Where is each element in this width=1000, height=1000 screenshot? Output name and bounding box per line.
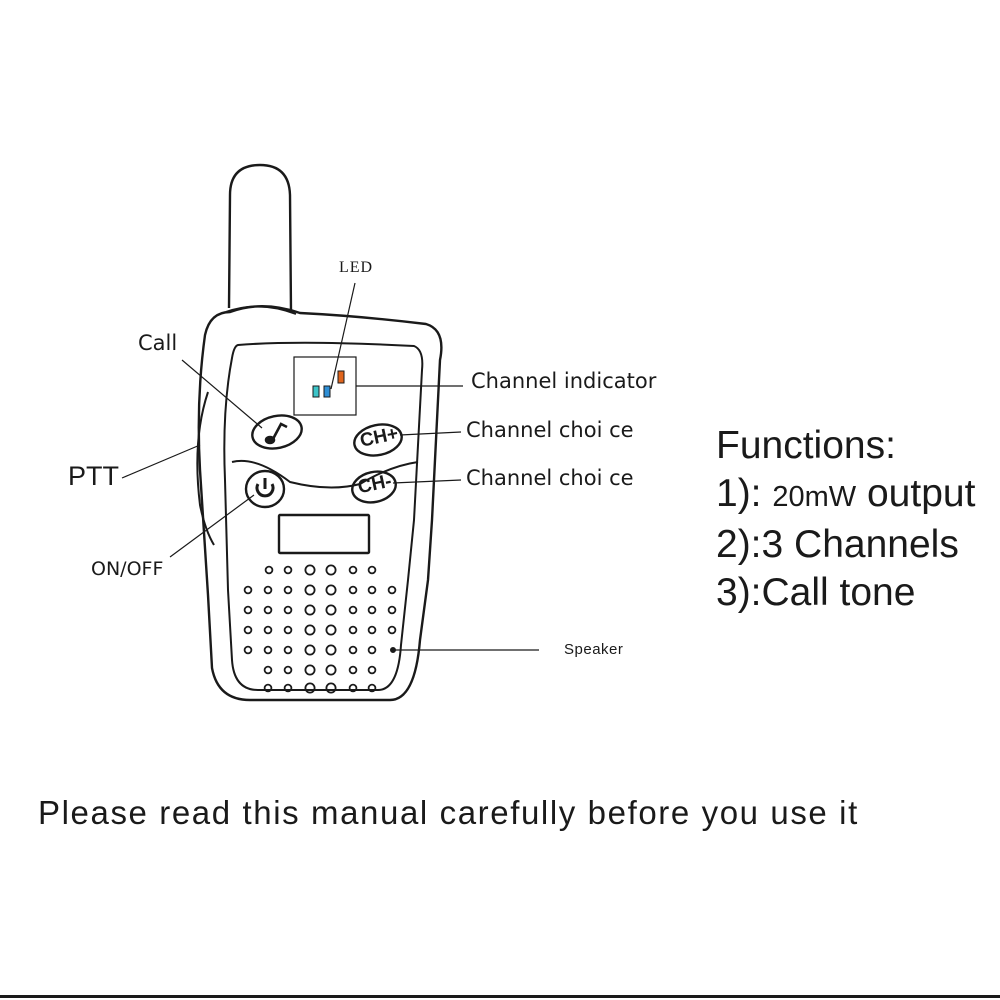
music-note-icon [264,422,288,445]
footer-note: Please read this manual carefully before… [38,794,859,831]
speaker-hole [367,565,377,575]
speaker-hole [304,644,316,656]
speaker-hole [348,565,358,575]
speaker-hole [367,605,377,615]
speaker-hole [387,585,397,595]
ptt-side [196,391,215,546]
speaker-hole [243,585,253,595]
speaker-hole [264,565,274,575]
function-item-1: 1): 20mW output [716,472,976,515]
speaker-hole [304,624,316,636]
speaker-hole [283,665,293,675]
speaker-hole [283,565,293,575]
speaker-hole [325,682,337,694]
speaker-hole [304,604,316,616]
antenna [227,163,293,313]
speaker-hole [348,645,358,655]
speaker-hole [367,625,377,635]
speaker-hole [367,665,377,675]
speaker-hole [263,625,273,635]
speaker-hole [325,604,337,616]
speaker-hole [367,683,377,693]
speaker-hole [263,665,273,675]
function-item-2: 2):3 Channels [716,523,959,566]
speaker-leader-dot [390,647,396,653]
speaker-hole [325,624,337,636]
functions-heading: Functions: [716,424,896,467]
speaker-hole [348,585,358,595]
channel-choice-down-label: Channel choi ce [466,466,634,490]
bottom-rule [0,995,1000,998]
speaker-hole [263,585,273,595]
body-outline [197,305,443,702]
ptt-label: PTT [68,461,119,491]
call-label: Call [138,331,178,355]
speaker-hole [325,584,337,596]
speaker-hole [304,664,316,676]
speaker-hole [263,605,273,615]
power-button [244,469,286,509]
speaker-hole [263,645,273,655]
led-blue [323,385,331,398]
speaker-hole [387,625,397,635]
speaker-hole [304,584,316,596]
speaker-hole [325,664,337,676]
channel-choice-up-label: Channel choi ce [466,418,634,442]
power-rating: 20mW [772,481,857,513]
speaker-hole [348,625,358,635]
display-window [277,513,371,555]
call-button [251,414,303,450]
on-off-label: ON/OFF [91,558,164,580]
led-orange [337,370,345,384]
speaker-hole [243,625,253,635]
speaker-hole [283,605,293,615]
speaker-hole [367,585,377,595]
speaker-hole [348,683,358,693]
panel-separator [231,459,419,489]
speaker-label: Speaker [564,641,624,658]
speaker-hole [304,564,316,576]
channel-indicator-label: Channel indicator [471,369,657,393]
led-cyan [312,385,320,398]
led-label: LED [339,259,374,276]
speaker-hole [325,644,337,656]
speaker-hole [243,605,253,615]
functions-block: Functions: 1): 20mW output 2):3 Channels… [716,422,975,617]
speaker-hole [348,665,358,675]
speaker-hole [283,683,293,693]
speaker-hole [283,645,293,655]
speaker-hole [387,605,397,615]
speaker-hole [243,645,253,655]
speaker-grille [243,564,397,694]
speaker-hole [283,625,293,635]
speaker-hole [348,605,358,615]
speaker-hole [283,585,293,595]
leader-lines [121,282,539,651]
speaker-hole [367,645,377,655]
function-item-3: 3):Call tone [716,571,916,614]
speaker-hole [304,682,316,694]
body-inner [223,341,424,691]
speaker-hole [263,683,273,693]
power-icon [255,478,275,498]
speaker-hole [325,564,337,576]
